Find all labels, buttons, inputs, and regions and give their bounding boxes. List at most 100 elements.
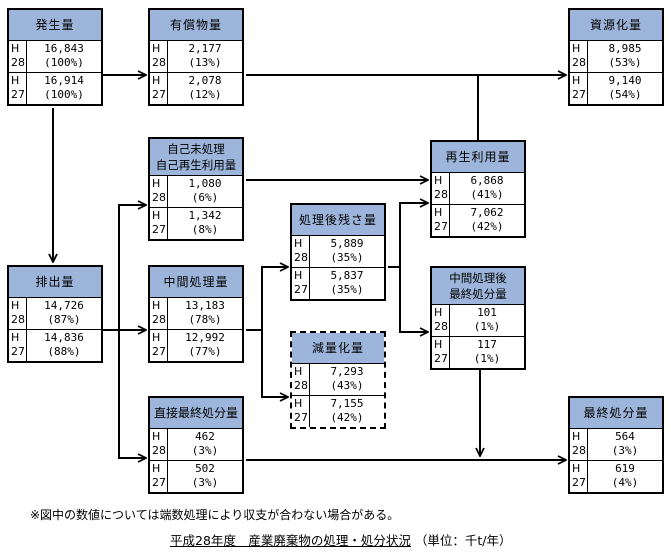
node-title: 中間処理量 bbox=[150, 267, 242, 298]
value-cell: 7,293(43%) bbox=[330, 365, 364, 392]
figure-caption: 平成28年度 産業廃棄物の処理・処分状況 （単位：千t/年） bbox=[170, 530, 512, 549]
node-title: 自己未処理自己再生利用量 bbox=[150, 139, 242, 176]
caption-unit: （単位：千t/年） bbox=[414, 533, 512, 548]
rounding-note: ※図中の数値については端数処理により収支が合わない場合がある。 bbox=[30, 508, 400, 522]
caption-title: 平成28年度 産業廃棄物の処理・処分状況 bbox=[170, 533, 411, 548]
node-title: 再生利用量 bbox=[432, 142, 524, 173]
value-cell: 7,062(42%) bbox=[470, 206, 504, 233]
value-cell: 5,889(35%) bbox=[330, 237, 364, 264]
connector-intermediate-branch bbox=[246, 267, 263, 397]
connector-residue-branch bbox=[388, 203, 401, 332]
value-cell: 117(1%) bbox=[473, 338, 501, 365]
value-cell: 7,155(42%) bbox=[330, 397, 364, 424]
value-cell: 1,080(6%) bbox=[188, 177, 222, 204]
value-cell: 8,985(53%) bbox=[608, 42, 642, 69]
value-cell: 16,843(100%) bbox=[44, 42, 84, 69]
value-cell: 14,726(87%) bbox=[44, 299, 84, 326]
value-cell: 9,140(54%) bbox=[608, 74, 642, 101]
value-cell: 6,868(41%) bbox=[470, 174, 504, 201]
value-cell: 14,836(88%) bbox=[44, 331, 84, 358]
node-title: 排出量 bbox=[9, 267, 101, 298]
node-title: 資源化量 bbox=[570, 10, 662, 41]
node-title: 発生量 bbox=[9, 10, 101, 41]
node-title: 最終処分量 bbox=[570, 398, 662, 429]
value-cell: 502(3%) bbox=[191, 462, 219, 489]
node-title: 直接最終処分量 bbox=[150, 398, 242, 429]
value-cell: 16,914(100%) bbox=[44, 74, 84, 101]
node-title: 処理後残さ量 bbox=[292, 205, 384, 236]
node-title: 中間処理後最終処分量 bbox=[432, 268, 524, 305]
value-cell: 12,992(77%) bbox=[185, 331, 225, 358]
value-cell: 13,183(78%) bbox=[185, 299, 225, 326]
node-title: 有償物量 bbox=[150, 10, 242, 41]
value-cell: 2,177(13%) bbox=[188, 42, 222, 69]
value-cell: 101(1%) bbox=[473, 306, 501, 333]
value-cell: 1,342(8%) bbox=[188, 209, 222, 236]
value-cell: 564(3%) bbox=[611, 430, 639, 457]
value-cell: 2,078(12%) bbox=[188, 74, 222, 101]
value-cell: 5,837(35%) bbox=[330, 269, 364, 296]
value-cell: 619(4%) bbox=[611, 462, 639, 489]
